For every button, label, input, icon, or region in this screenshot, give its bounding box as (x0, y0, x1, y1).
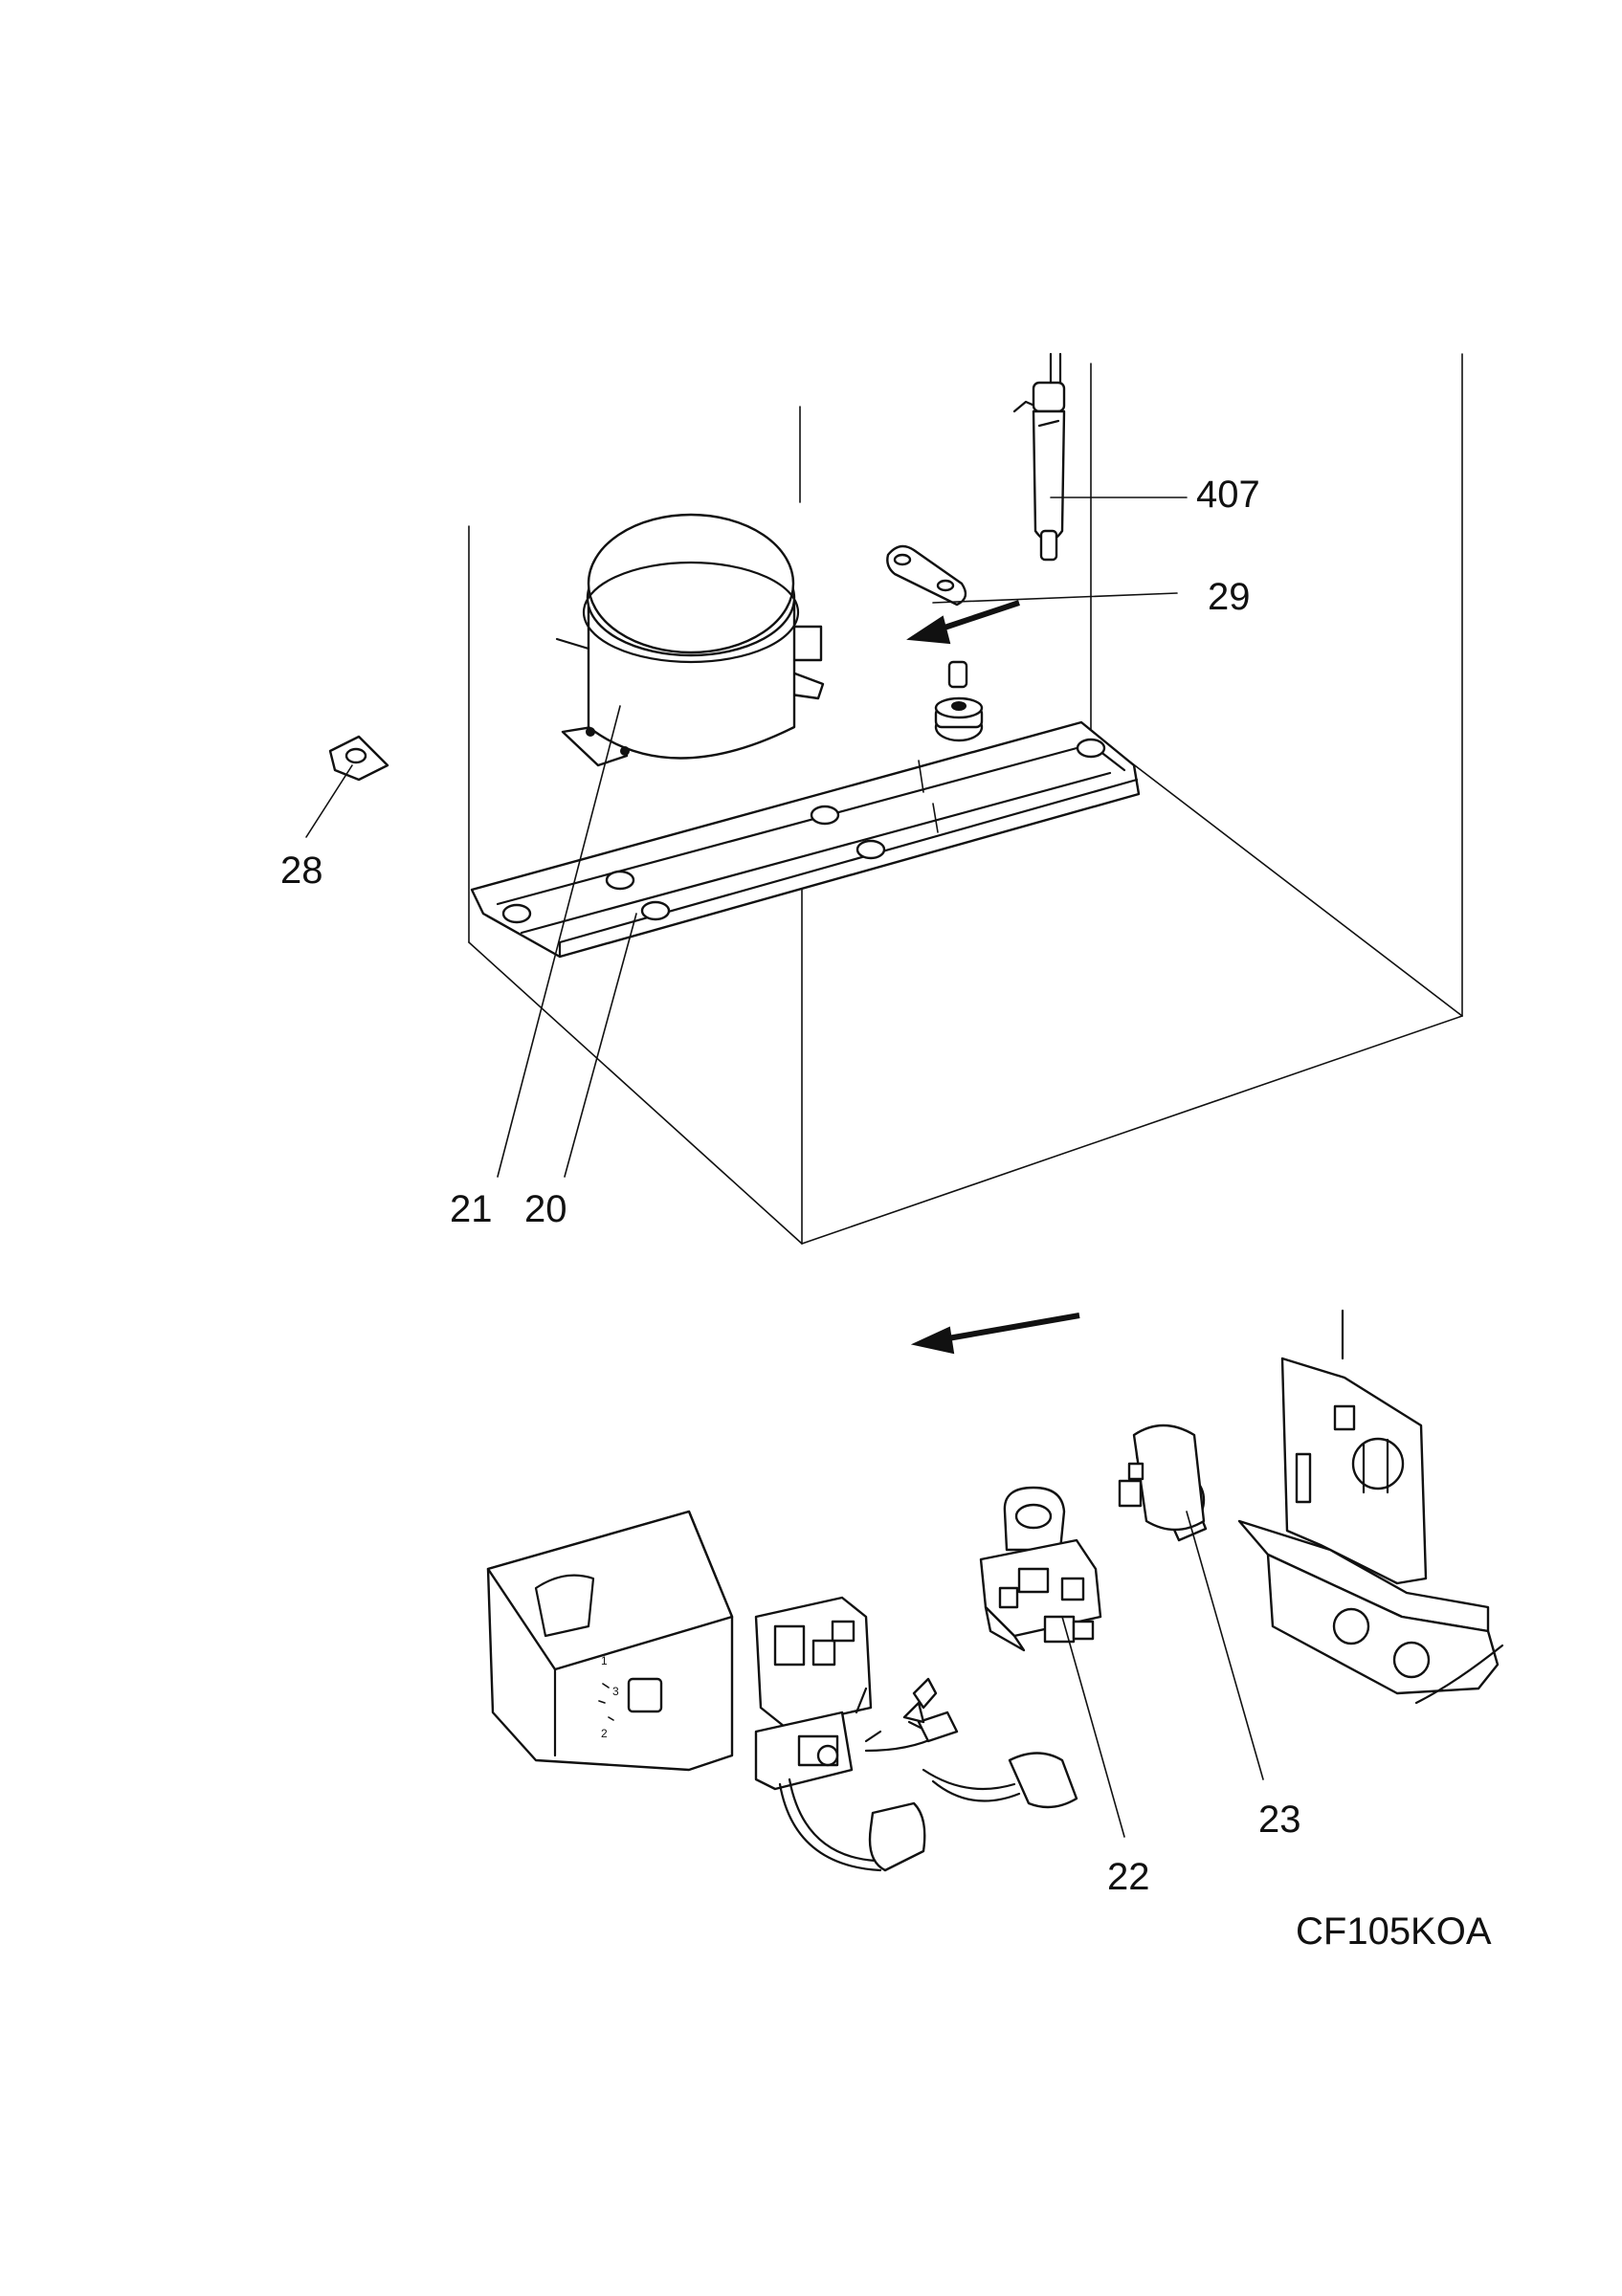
bracket-29 (886, 544, 967, 607)
compressor (555, 513, 825, 767)
label-29: 29 (1208, 576, 1251, 618)
mounting-plate (1237, 1309, 1504, 1705)
relay-assembly (754, 1596, 1078, 1872)
base-rail (470, 720, 1141, 959)
thermal-overload (1118, 1424, 1208, 1542)
label-23: 23 (1258, 1799, 1301, 1841)
label-28: 28 (280, 850, 323, 892)
drawing-code: CF105KOA (1296, 1910, 1492, 1953)
grommet (934, 660, 984, 742)
cover-mark-2: 2 (601, 1727, 608, 1740)
label-20: 20 (524, 1188, 567, 1230)
label-22: 22 (1107, 1856, 1150, 1898)
part-labels: 407 29 28 21 20 22 23 (280, 474, 1301, 1898)
label-21: 21 (450, 1188, 493, 1230)
direction-arrows (906, 600, 1080, 1355)
cover-mark-1: 1 (601, 1654, 608, 1667)
relay-cover: 1 3 2 (486, 1510, 734, 1772)
cover-mark-3: 3 (612, 1685, 619, 1698)
cabinet-outline (468, 353, 1463, 1245)
leader-lines (305, 497, 1264, 1838)
drier-filter (1012, 352, 1066, 562)
label-407: 407 (1196, 474, 1260, 516)
start-relay (979, 1486, 1102, 1652)
clip-28 (328, 735, 389, 782)
